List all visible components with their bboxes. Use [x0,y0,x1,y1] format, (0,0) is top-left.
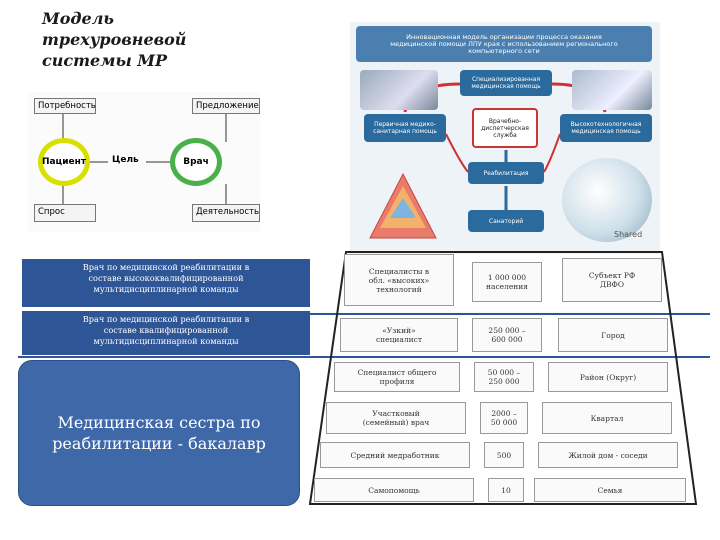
qualified-doctor-bar: Врач по медицинской реабилитации в соста… [22,311,310,355]
table-row-2-territory: Город [558,318,668,352]
need-box: Потребность [34,98,96,114]
table-row-2-level: «Узкий» специалист [340,318,458,352]
level-line-2 [18,356,710,358]
demand-box: Спрос [34,204,96,222]
level-line-1 [310,313,710,315]
table-row-3-territory: Район (Округ) [548,362,668,392]
table-row-1-territory: Субъект РФ ДВФО [562,258,662,302]
infographic-header: Инновационная модель организации процесс… [356,26,652,62]
table-row-1-level: Специалисты в обл. «высоких» технологий [344,254,454,306]
table-row-6-territory: Семья [534,478,686,502]
table-row-5-population: 500 [484,442,524,468]
slide-title: Модель трехуровневой системы МР [42,9,187,70]
activity-box: Деятельность [192,204,260,222]
needs-model-connectors [62,114,227,204]
specialized-care-node: Специализированная медицинская помощь [460,70,552,96]
shared-label: Shared [614,230,643,239]
table-row-1-population: 1 000 000 населения [472,262,542,302]
trapezoid-frame [308,251,698,505]
pyramid-graphic [369,172,437,239]
innovation-model-infographic: Инновационная модель организации процесс… [350,22,660,254]
table-row-3-level: Специалист общего профиля [334,362,460,392]
table-row-5-territory: Жилой дом - соседи [538,442,678,468]
offer-box: Предложение [192,98,260,114]
patient-ring: Пациент [38,138,90,186]
network-globe-graphic [562,158,652,242]
needs-model-diagram: Потребность Предложение Пациент Цель Вра… [28,92,260,232]
table-row-4-population: 2000 – 50 000 [480,402,528,434]
rehabilitation-node: Реабилитация [468,162,544,184]
hightech-care-node: Высокотехнологичная медицинская помощь [560,114,652,142]
table-row-6-level: Самопомощь [314,478,474,502]
primary-care-node: Первичная медико- санитарная помощь [364,114,446,142]
doctor-photo-left [360,70,438,110]
doctor-ring: Врач [170,138,222,186]
dispatch-node: Врачебно- диспетчерская служба [472,108,538,148]
nurse-bachelor-box: Медицинская сестра по реабилитации - бак… [18,360,300,506]
table-row-4-territory: Квартал [542,402,672,434]
table-row-4-level: Участковый (семейный) врач [326,402,466,434]
table-row-3-population: 50 000 – 250 000 [474,362,534,392]
goal-label: Цель [112,155,139,165]
high-qualified-doctor-bar: Врач по медицинской реабилитации в соста… [22,259,310,307]
table-row-6-population: 10 [488,478,524,502]
doctor-photo-right [572,70,652,110]
levels-table [300,248,710,508]
sanatorium-node: Санаторий [468,210,544,232]
table-row-2-population: 250 000 – 600 000 [472,318,542,352]
table-row-5-level: Средний медработник [320,442,470,468]
